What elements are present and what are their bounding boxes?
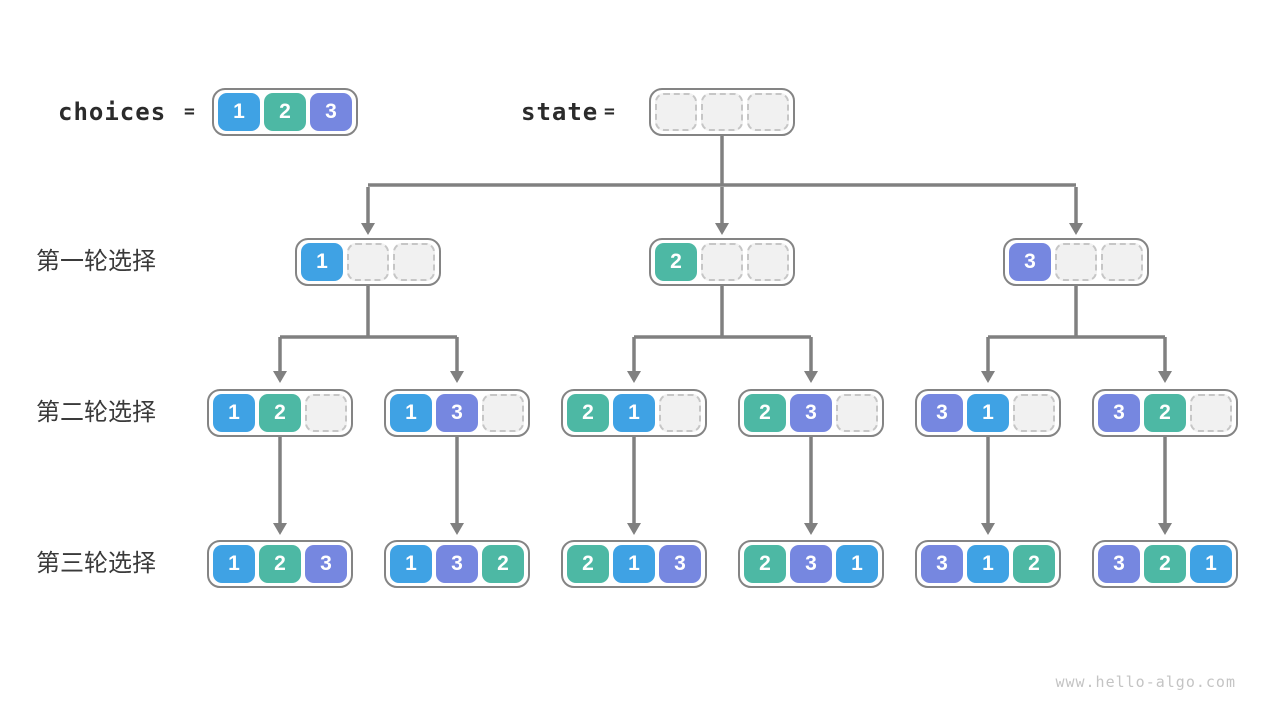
empty-cell [482, 394, 524, 432]
value-cell-1: 1 [967, 394, 1009, 432]
site-watermark: www.hello-algo.com [1055, 673, 1236, 691]
value-cell-3: 3 [436, 545, 478, 583]
value-cell-2: 2 [567, 394, 609, 432]
value-cell-2: 2 [744, 545, 786, 583]
empty-cell [659, 394, 701, 432]
empty-cell [701, 93, 743, 131]
state-array-node [649, 88, 795, 136]
state-node-round1-3: 3 [1003, 238, 1149, 286]
value-cell-2: 2 [655, 243, 697, 281]
empty-cell [305, 394, 347, 432]
row-label-round-2: 第二轮选择 [36, 399, 156, 426]
value-cell-1: 1 [1190, 545, 1232, 583]
value-cell-1: 1 [213, 394, 255, 432]
value-cell-2: 2 [567, 545, 609, 583]
value-cell-2: 2 [259, 545, 301, 583]
value-cell-2: 2 [1144, 545, 1186, 583]
value-cell-3: 3 [1098, 545, 1140, 583]
value-cell-1: 1 [390, 545, 432, 583]
empty-cell [1055, 243, 1097, 281]
value-cell-1: 1 [613, 394, 655, 432]
value-cell-1: 1 [613, 545, 655, 583]
state-node-round1-1: 1 [295, 238, 441, 286]
value-cell-3: 3 [310, 93, 352, 131]
state-label: state [521, 98, 599, 126]
value-cell-3: 3 [305, 545, 347, 583]
row-label-round-3: 第三轮选择 [36, 550, 156, 577]
empty-cell [747, 93, 789, 131]
value-cell-2: 2 [744, 394, 786, 432]
state-equals-sign: = [604, 101, 615, 122]
value-cell-3: 3 [921, 545, 963, 583]
empty-cell [393, 243, 435, 281]
choices-equals-sign: = [184, 101, 195, 122]
empty-cell [747, 243, 789, 281]
value-cell-3: 3 [921, 394, 963, 432]
value-cell-3: 3 [790, 394, 832, 432]
empty-cell [1190, 394, 1232, 432]
row-label-round-1: 第一轮选择 [36, 248, 156, 275]
value-cell-2: 2 [482, 545, 524, 583]
value-cell-1: 1 [213, 545, 255, 583]
value-cell-3: 3 [659, 545, 701, 583]
value-cell-2: 2 [259, 394, 301, 432]
value-cell-3: 3 [436, 394, 478, 432]
value-cell-3: 3 [1098, 394, 1140, 432]
value-cell-2: 2 [1144, 394, 1186, 432]
value-cell-3: 3 [790, 545, 832, 583]
value-cell-2: 2 [1013, 545, 1055, 583]
empty-cell [1013, 394, 1055, 432]
empty-cell [655, 93, 697, 131]
value-cell-1: 1 [836, 545, 878, 583]
empty-cell [701, 243, 743, 281]
empty-cell [1101, 243, 1143, 281]
value-cell-2: 2 [264, 93, 306, 131]
empty-cell [836, 394, 878, 432]
value-cell-3: 3 [1009, 243, 1051, 281]
value-cell-1: 1 [218, 93, 260, 131]
choices-label: choices [58, 98, 167, 126]
value-cell-1: 1 [967, 545, 1009, 583]
value-cell-1: 1 [301, 243, 343, 281]
empty-cell [347, 243, 389, 281]
state-node-round1-2: 2 [649, 238, 795, 286]
value-cell-1: 1 [390, 394, 432, 432]
